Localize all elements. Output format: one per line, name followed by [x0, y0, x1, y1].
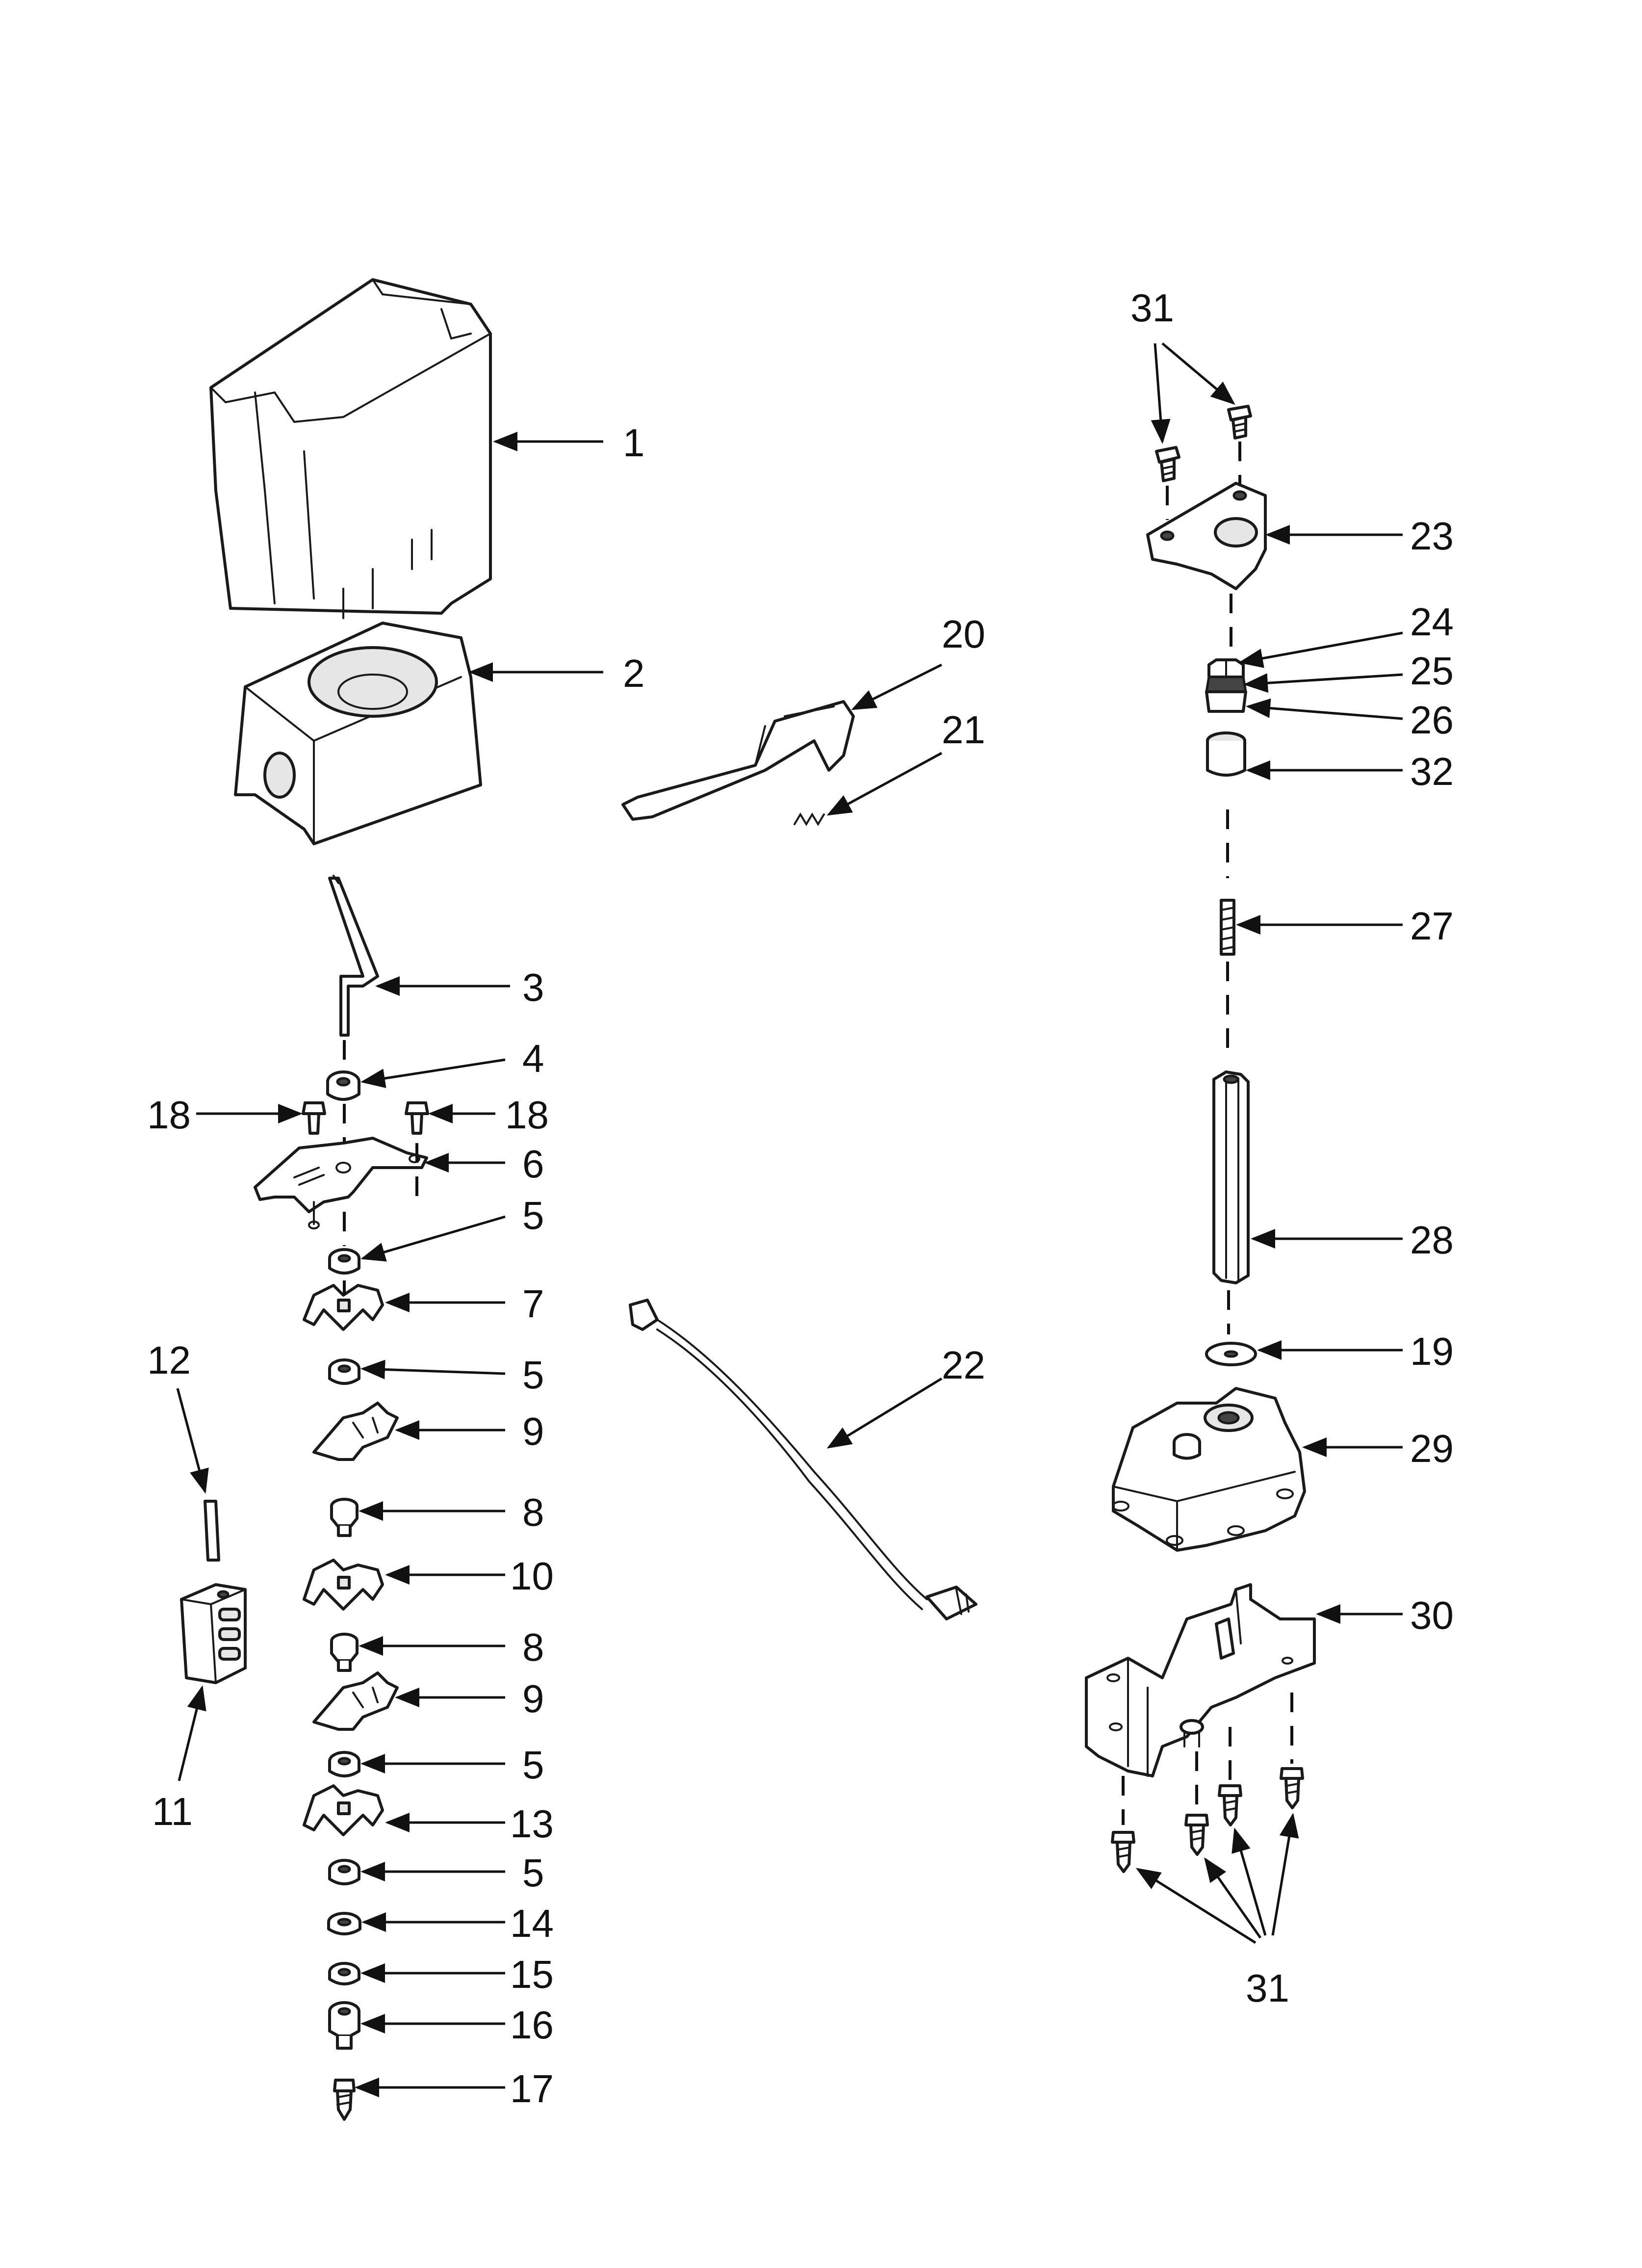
- callout-31-bottom: 31: [1246, 1966, 1289, 2010]
- callout-18-right: 18: [505, 1093, 549, 1137]
- part-11-block: [180, 1583, 247, 1684]
- callout-14: 14: [510, 1902, 554, 1945]
- part-5-washer-b: [328, 1358, 360, 1385]
- callout-2: 2: [623, 652, 645, 695]
- callout-labels: 1 2 3 4 18 18 6 5 7 5 9 8 10 8 9 5 13 5 …: [147, 286, 1454, 2111]
- part-23-mounting-plate: [1146, 482, 1267, 590]
- callout-21: 21: [942, 708, 985, 752]
- callout-10: 10: [510, 1554, 554, 1598]
- part-29-motor-gearbox: [1112, 1387, 1306, 1552]
- part-21-spring: [794, 812, 825, 826]
- callout-9-a: 9: [522, 1409, 544, 1453]
- callout-26: 26: [1410, 698, 1454, 742]
- callout-5-b: 5: [522, 1353, 544, 1397]
- callout-30: 30: [1410, 1593, 1454, 1637]
- callout-16: 16: [510, 2003, 554, 2047]
- part-13-cam: [303, 1784, 384, 1836]
- callout-19: 19: [1410, 1330, 1454, 1373]
- callout-27: 27: [1410, 904, 1454, 948]
- part-8-bushing-a: [330, 1498, 359, 1537]
- part-31-screw-bottom-3: [1218, 1784, 1242, 1826]
- part-19-washer: [1205, 1342, 1257, 1366]
- callout-29: 29: [1410, 1427, 1454, 1470]
- part-18-screw-left: [302, 1101, 326, 1135]
- callout-3: 3: [522, 965, 544, 1009]
- part-9-plate-b: [312, 1671, 399, 1731]
- part-5-washer-c: [328, 1751, 360, 1777]
- callout-5-a: 5: [522, 1194, 544, 1237]
- callout-11: 11: [152, 1790, 193, 1833]
- part-31-screw-bottom-4: [1280, 1767, 1304, 1809]
- callout-24: 24: [1410, 600, 1454, 644]
- part-31-screw-bottom-2: [1184, 1814, 1209, 1856]
- part-16-nut: [328, 2001, 360, 2050]
- callout-5-d: 5: [522, 1851, 544, 1895]
- callout-4: 4: [522, 1037, 544, 1080]
- callout-18-left: 18: [147, 1093, 191, 1137]
- callout-8-a: 8: [522, 1490, 544, 1534]
- part-18-screw-right: [405, 1101, 429, 1135]
- part-27-threaded-rod: [1220, 899, 1235, 956]
- part-2-auger-housing: [234, 622, 482, 845]
- callout-7: 7: [522, 1282, 544, 1326]
- callout-28: 28: [1410, 1218, 1454, 1262]
- leader-lines: [176, 342, 1403, 2097]
- callout-13: 13: [510, 1802, 554, 1846]
- callout-31-top: 31: [1130, 286, 1174, 330]
- callout-12: 12: [147, 1338, 191, 1382]
- part-31-screw-top-left: [1155, 446, 1180, 482]
- part-4-washer: [326, 1070, 360, 1101]
- callout-8-b: 8: [522, 1625, 544, 1669]
- part-5-washer-a: [328, 1248, 360, 1275]
- callout-15: 15: [510, 1953, 554, 1996]
- part-32-bushing: [1206, 731, 1246, 777]
- part-9-plate-a: [312, 1402, 399, 1461]
- part-14-washer: [327, 1912, 361, 1935]
- callout-23: 23: [1410, 514, 1454, 558]
- part-22-wire-harness: [629, 1299, 977, 1620]
- callout-20: 20: [942, 612, 985, 656]
- part-3-wire-rod: [328, 875, 379, 1037]
- part-6-bracket-plate: [254, 1137, 428, 1229]
- part-28-hex-shaft: [1212, 1070, 1250, 1284]
- callout-22: 22: [942, 1343, 985, 1387]
- part-1-ice-bucket: [209, 278, 492, 619]
- callout-25: 25: [1410, 649, 1454, 693]
- callout-1: 1: [623, 421, 645, 465]
- part-24-25-26-bearing: [1205, 658, 1247, 713]
- part-10-cam: [303, 1559, 384, 1611]
- part-5-washer-d: [328, 1859, 360, 1885]
- part-20-slide: [621, 700, 855, 821]
- part-15-washer: [328, 1962, 360, 1985]
- part-8-bushing-b: [330, 1633, 359, 1672]
- callout-9-b: 9: [522, 1677, 544, 1721]
- callout-17: 17: [510, 2067, 554, 2111]
- part-12-pin: [204, 1500, 220, 1562]
- part-17-screw: [333, 2079, 356, 2121]
- part-31-screw-top-right: [1227, 405, 1252, 440]
- part-7-cam: [303, 1284, 384, 1331]
- callout-6: 6: [522, 1142, 544, 1186]
- part-31-screw-bottom-1: [1111, 1831, 1135, 1873]
- callout-5-c: 5: [522, 1743, 544, 1787]
- part-30-bracket: [1085, 1583, 1316, 1777]
- callout-32: 32: [1410, 750, 1454, 793]
